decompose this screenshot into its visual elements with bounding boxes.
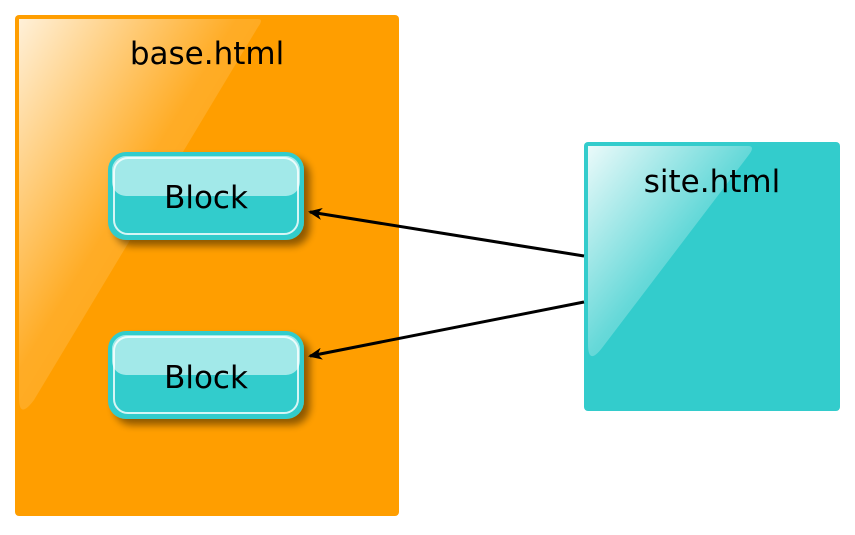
block-2-node [108, 331, 304, 419]
base-html-title: base.html [130, 36, 284, 72]
block-1-highlight [112, 156, 300, 196]
block-2-highlight [112, 335, 300, 375]
site-html-gloss [588, 146, 752, 357]
block-1-node [108, 152, 304, 240]
block-2-inner-border [113, 336, 299, 414]
arrow-site-to-block-2 [308, 300, 585, 360]
arrow-site-to-block-1 [308, 207, 585, 258]
block-1-inner-border [113, 157, 299, 235]
block-1-label: Block [164, 180, 248, 216]
site-html-node: site.html [584, 142, 840, 411]
base-html-node: base.html [15, 15, 399, 516]
block-2-label: Block [164, 360, 248, 396]
site-html-title: site.html [644, 164, 780, 200]
